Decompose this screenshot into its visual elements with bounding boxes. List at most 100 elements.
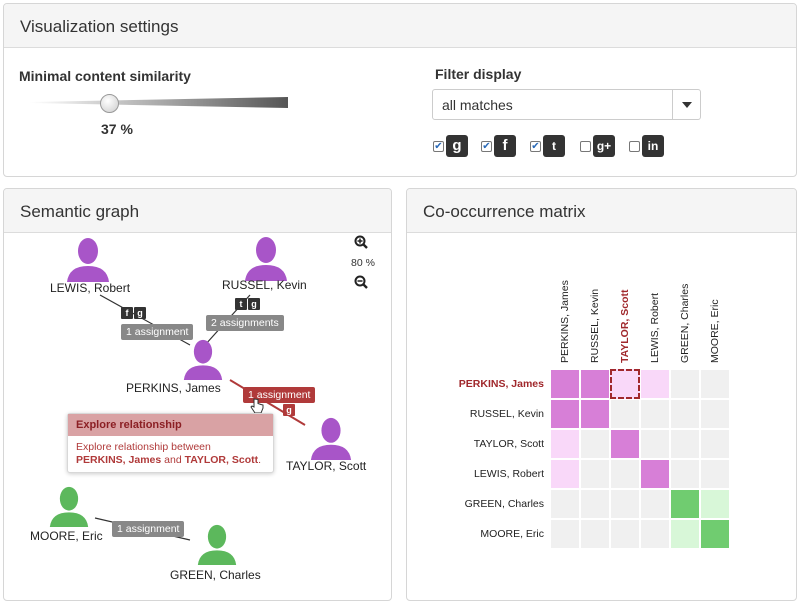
explore-relationship-tooltip[interactable]: Explore relationship Explore relationshi… (67, 413, 274, 473)
matrix-column-label[interactable]: RUSSEL, Kevin (589, 288, 601, 363)
matrix-cell[interactable] (610, 429, 640, 459)
person-icon-taylor[interactable] (308, 416, 354, 460)
matrix-cell[interactable] (610, 459, 640, 489)
edge-badge-perkins-taylor[interactable]: 1 assignment (243, 387, 316, 403)
person-icon-lewis[interactable] (65, 236, 111, 282)
matrix-cell[interactable] (670, 369, 700, 399)
google-plus-checkbox[interactable]: ✔ (580, 141, 591, 152)
matrix-title: Co-occurrence matrix (407, 189, 796, 233)
matrix-cell[interactable] (640, 489, 670, 519)
matrix-cell[interactable] (580, 519, 610, 549)
facebook-icon: f (494, 135, 516, 157)
google-plus-icon: g+ (593, 135, 615, 157)
google-icon: g (446, 135, 468, 157)
google-icon: g (283, 404, 295, 416)
edge-badge-russel-perkins[interactable]: 2 assignments (206, 315, 284, 331)
matrix-column-label[interactable]: PERKINS, James (559, 280, 571, 363)
chevron-down-icon[interactable] (672, 90, 700, 119)
linkedin-checkbox[interactable]: ✔ (629, 141, 640, 152)
matrix-cell[interactable] (580, 489, 610, 519)
matrix-column-label[interactable]: MOORE, Eric (709, 299, 721, 363)
person-icon-russel[interactable] (243, 235, 289, 281)
person-name-green: GREEN, Charles (170, 568, 261, 582)
matrix-cell[interactable] (580, 429, 610, 459)
hand-cursor-icon (250, 398, 264, 414)
matrix-cell[interactable] (550, 489, 580, 519)
matrix-cell[interactable] (610, 519, 640, 549)
edge-badge-moore-green[interactable]: 1 assignment (112, 521, 185, 537)
matrix-row-label[interactable]: LEWIS, Robert (473, 468, 544, 480)
person-name-lewis: LEWIS, Robert (50, 281, 131, 295)
matrix-cell[interactable] (670, 519, 700, 549)
edge-badge-lewis-perkins[interactable]: 1 assignment (121, 324, 194, 340)
tooltip-person-a: PERKINS, James (76, 454, 162, 466)
tooltip-text: Explore relationship between (76, 441, 211, 453)
google-icon: g (134, 307, 146, 319)
google-checkbox[interactable]: ✔ (433, 141, 444, 152)
matrix-row-label[interactable]: RUSSEL, Kevin (469, 408, 544, 420)
person-name-taylor: TAYLOR, Scott (286, 459, 367, 473)
matrix-cell[interactable] (640, 519, 670, 549)
matrix-cell[interactable] (640, 459, 670, 489)
person-icon-moore[interactable] (46, 485, 92, 527)
matrix-cell[interactable] (640, 369, 670, 399)
zoom-level: 80 % (351, 257, 375, 269)
twitter-checkbox[interactable]: ✔ (530, 141, 541, 152)
matrix-cell[interactable] (700, 519, 730, 549)
matrix-cell[interactable] (610, 369, 640, 399)
tooltip-title: Explore relationship (68, 414, 273, 436)
matrix-row-label[interactable]: GREEN, Charles (464, 498, 544, 510)
zoom-out-icon[interactable] (354, 275, 368, 292)
matrix-cell[interactable] (700, 489, 730, 519)
matrix-cell[interactable] (580, 459, 610, 489)
tooltip-body: Explore relationship between PERKINS, Ja… (68, 436, 273, 472)
similarity-slider-track[interactable] (30, 97, 288, 108)
similarity-value: 37 % (101, 121, 133, 137)
matrix-cell[interactable] (700, 399, 730, 429)
settings-title: Visualization settings (4, 4, 796, 48)
filter-selected-value: all matches (442, 97, 513, 113)
matrix-cell[interactable] (670, 429, 700, 459)
matrix-cell[interactable] (670, 399, 700, 429)
matrix-cell[interactable] (580, 369, 610, 399)
matrix-cell[interactable] (550, 369, 580, 399)
person-name-russel: RUSSEL, Kevin (222, 278, 307, 292)
person-name-perkins: PERKINS, James (126, 381, 221, 395)
matrix-column-label[interactable]: GREEN, Charles (679, 283, 691, 363)
person-icon-perkins[interactable] (180, 338, 226, 380)
filter-select[interactable]: all matches (432, 89, 701, 120)
matrix-column-label[interactable]: TAYLOR, Scott (619, 289, 631, 363)
graph-title: Semantic graph (4, 189, 391, 233)
similarity-label: Minimal content similarity (19, 68, 191, 84)
matrix-cell[interactable] (550, 519, 580, 549)
similarity-slider-handle[interactable] (100, 94, 119, 113)
matrix-cell[interactable] (550, 459, 580, 489)
matrix-cell[interactable] (670, 489, 700, 519)
twitter-icon: t (235, 298, 247, 310)
twitter-icon: t (543, 135, 565, 157)
matrix-cell[interactable] (640, 429, 670, 459)
filter-label: Filter display (435, 66, 522, 82)
matrix-cell[interactable] (700, 369, 730, 399)
matrix-cell[interactable] (610, 489, 640, 519)
tooltip-suffix: . (258, 454, 262, 466)
zoom-in-icon[interactable] (354, 235, 368, 252)
matrix-cell[interactable] (610, 399, 640, 429)
matrix-cell[interactable] (640, 399, 670, 429)
matrix-row-label[interactable]: PERKINS, James (458, 378, 544, 390)
matrix-cell[interactable] (700, 429, 730, 459)
facebook-checkbox[interactable]: ✔ (481, 141, 492, 152)
matrix-cell[interactable] (580, 399, 610, 429)
linkedin-icon: in (642, 135, 664, 157)
matrix-row-label[interactable]: TAYLOR, Scott (473, 438, 544, 450)
tooltip-connector: and (164, 454, 182, 466)
matrix-cell[interactable] (550, 399, 580, 429)
matrix-cell[interactable] (670, 459, 700, 489)
matrix-column-label[interactable]: LEWIS, Robert (649, 292, 661, 363)
matrix-row-label[interactable]: MOORE, Eric (480, 528, 544, 540)
tooltip-person-b: TAYLOR, Scott (184, 454, 259, 466)
semantic-graph-panel: Semantic graph (3, 188, 392, 601)
matrix-cell[interactable] (700, 459, 730, 489)
matrix-cell[interactable] (550, 429, 580, 459)
person-icon-green[interactable] (194, 523, 240, 565)
